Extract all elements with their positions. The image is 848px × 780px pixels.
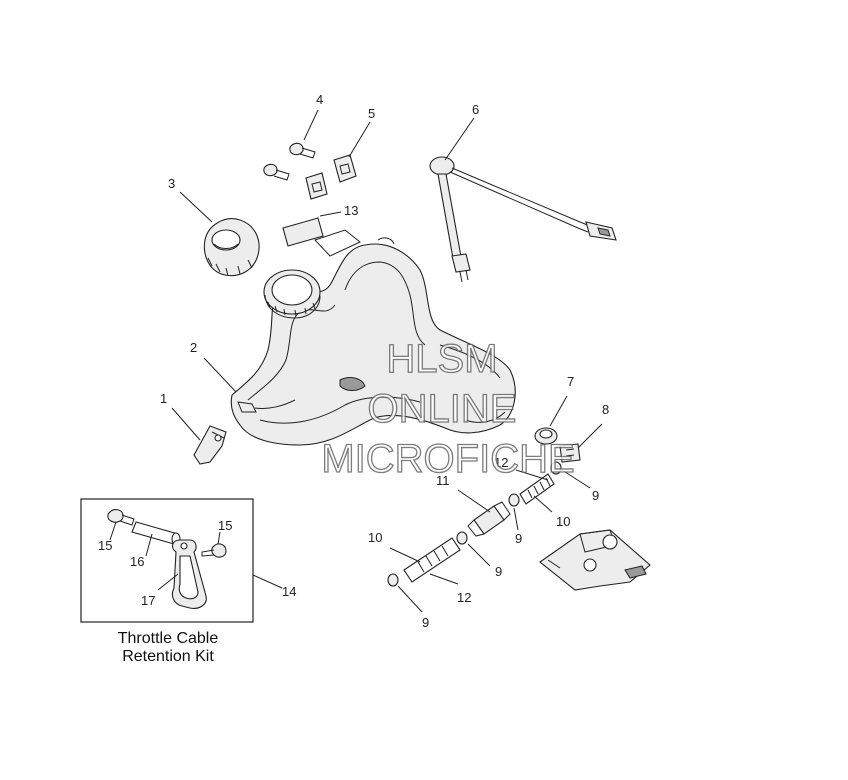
fuel-cap — [203, 218, 260, 277]
callout-12-top: 12 — [494, 455, 508, 470]
callout-10-left: 10 — [368, 530, 382, 545]
kit-caption: Throttle Cable Retention Kit — [80, 630, 256, 666]
callout-15-right: 15 — [218, 518, 232, 533]
leader-lines — [109, 109, 603, 613]
callout-14: 14 — [282, 584, 296, 599]
callout-4: 4 — [316, 92, 323, 107]
fuel-hoses — [403, 473, 555, 583]
watermark: HLSM ONLINE MICROFICHE — [321, 336, 576, 481]
fuel-filter — [467, 501, 511, 537]
callout-9-c: 9 — [495, 564, 502, 579]
mount-bracket — [539, 529, 651, 591]
callout-5: 5 — [368, 106, 375, 121]
fuel-sender — [429, 156, 617, 283]
callout-8: 8 — [602, 402, 609, 417]
watermark-line-3: MICROFICHE — [321, 437, 574, 481]
callout-12-bottom: 12 — [457, 590, 471, 605]
fuel-fitting — [559, 443, 581, 463]
kit-parts — [107, 509, 227, 609]
callout-3: 3 — [168, 176, 175, 191]
callout-9-a: 9 — [592, 488, 599, 503]
callout-1: 1 — [160, 391, 167, 406]
callout-10-right: 10 — [556, 514, 570, 529]
callout-17: 17 — [141, 593, 155, 608]
watermark-line-2: ONLINE — [368, 387, 517, 431]
speed-nut-clips — [305, 154, 357, 200]
callout-16: 16 — [130, 554, 144, 569]
screw-bolts — [263, 142, 316, 181]
throttle-bracket — [193, 425, 227, 465]
callout-9-b: 9 — [515, 531, 522, 546]
callout-13: 13 — [344, 203, 358, 218]
grommet — [534, 427, 558, 445]
callout-labels: 1 2 3 4 5 6 13 7 8 12 9 11 10 9 10 9 12 … — [98, 92, 609, 630]
callout-7: 7 — [567, 374, 574, 389]
callout-15-left: 15 — [98, 538, 112, 553]
callout-2: 2 — [190, 340, 197, 355]
callout-11: 11 — [436, 473, 450, 488]
callout-6: 6 — [472, 102, 479, 117]
hose-clamps — [387, 461, 562, 587]
decal-label — [282, 217, 324, 247]
watermark-line-1: HLSM — [386, 337, 497, 381]
kit-caption-line-1: Throttle Cable — [117, 630, 219, 647]
filler-neck — [263, 269, 321, 319]
kit-caption-line-2: Retention Kit — [122, 648, 214, 665]
callout-9-d: 9 — [422, 615, 429, 630]
